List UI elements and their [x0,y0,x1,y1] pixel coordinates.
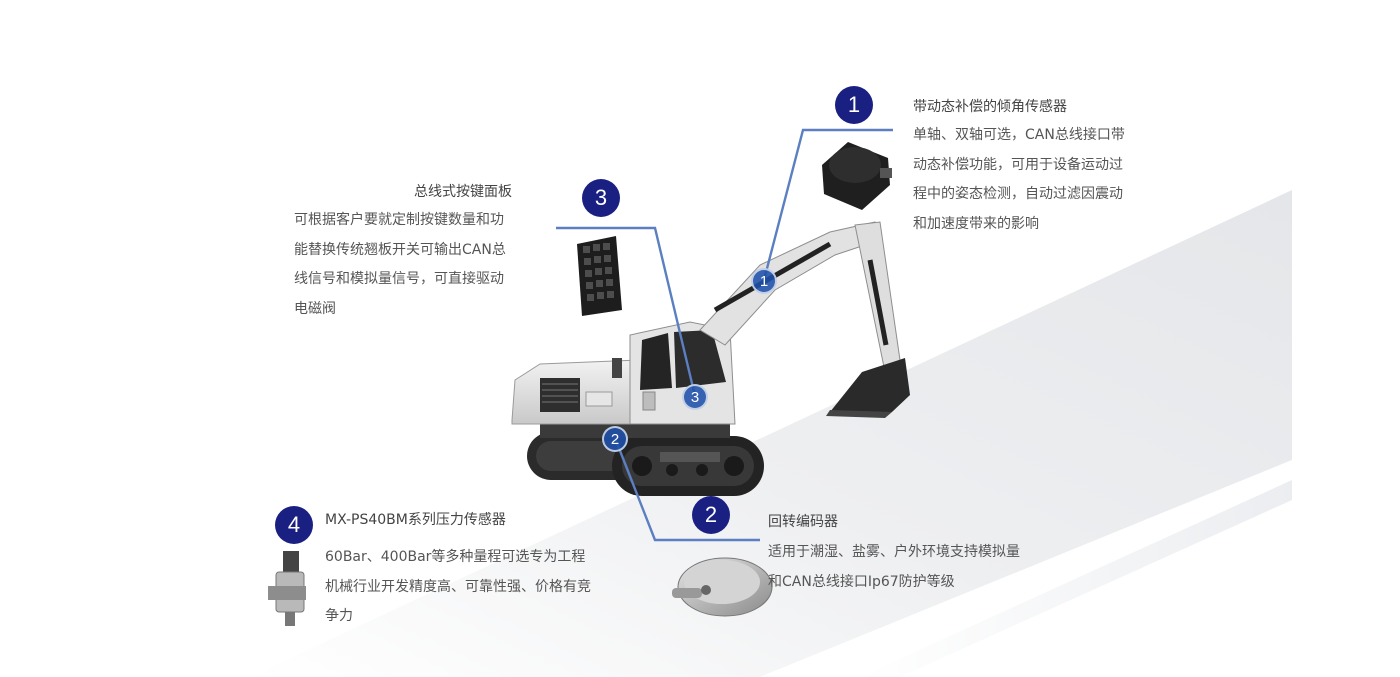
background-band [250,190,1292,677]
feature-1-line: 和加速度带来的影响 [913,215,1039,232]
excavator-illustration [511,221,910,496]
feature-1-description: 单轴、双轴可选，CAN总线接口带 动态补偿功能，可用于设备运动过 程中的姿态检测… [913,121,1153,239]
encoder-product [672,557,773,617]
feature-1-badge: 1 [835,86,873,124]
feature-3-badge: 3 [582,179,620,217]
feature-4-line: 机械行业开发精度高、可靠性强、价格有竞 [325,578,591,595]
key-panel-buttons [583,243,614,301]
feature-4-title: MX-PS40BM系列压力传感器 [325,512,506,528]
feature-4-description: 60Bar、400Bar等多种量程可选专为工程 机械行业开发精度高、可靠性强、价… [325,543,625,632]
feature-2-badge: 2 [692,496,730,534]
feature-1-line: 程中的姿态检测，自动过滤因震动 [913,186,1123,202]
feature-4-line: 争力 [325,608,353,624]
feature-1-title: 带动态补偿的倾角传感器 [913,99,1067,115]
feature-3-line: 线信号和模拟量信号，可直接驱动 [294,271,504,287]
feature-3-description: 可根据客户要就定制按键数量和功 能替换传统翘板开关可输出CAN总 线信号和模拟量… [294,206,544,324]
feature-4-badge: 4 [275,506,313,544]
feature-1-line: 动态补偿功能，可用于设备运动过 [913,156,1123,173]
feature-3-line: 可根据客户要就定制按键数量和功 [294,212,504,228]
background-band-white [760,460,1292,677]
feature-2-line: 适用于潮湿、盐雾、户外环境支持模拟量 [768,544,1020,560]
feature-3-title: 总线式按键面板 [414,184,512,200]
feature-2-title: 回转编码器 [768,514,838,530]
feature-4-line: 60Bar、400Bar等多种量程可选专为工程 [325,549,586,565]
feature-2-description: 适用于潮湿、盐雾、户外环境支持模拟量 和CAN总线接口Ip67防护等级 [768,538,1068,597]
marker-2[interactable]: 2 [602,426,628,452]
marker-3[interactable]: 3 [682,384,708,410]
connector-lines [556,128,893,542]
feature-1-line: 单轴、双轴可选，CAN总线接口带 [913,127,1125,143]
marker-1[interactable]: 1 [751,268,777,294]
tilt-sensor-product [822,142,892,210]
background-band-stripe [860,480,1292,677]
feature-2-line: 和CAN总线接口Ip67防护等级 [768,573,955,590]
pressure-sensor-product [268,551,306,626]
feature-3-line: 电磁阀 [294,300,336,317]
feature-3-line: 能替换传统翘板开关可输出CAN总 [294,241,506,258]
